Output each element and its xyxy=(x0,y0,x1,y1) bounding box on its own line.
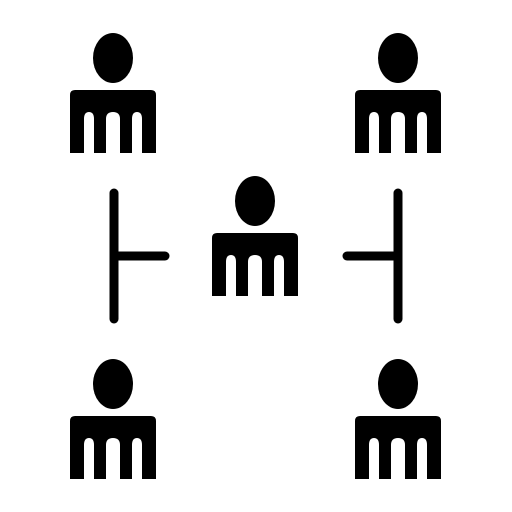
person-center-icon xyxy=(212,176,298,296)
person-bottom-right-icon xyxy=(355,359,441,479)
right-connector-line xyxy=(342,188,403,324)
person-bottom-left-icon xyxy=(70,359,156,479)
left-connector-line xyxy=(109,188,170,324)
person-top-left-icon xyxy=(70,33,156,153)
person-top-right-icon xyxy=(355,33,441,153)
